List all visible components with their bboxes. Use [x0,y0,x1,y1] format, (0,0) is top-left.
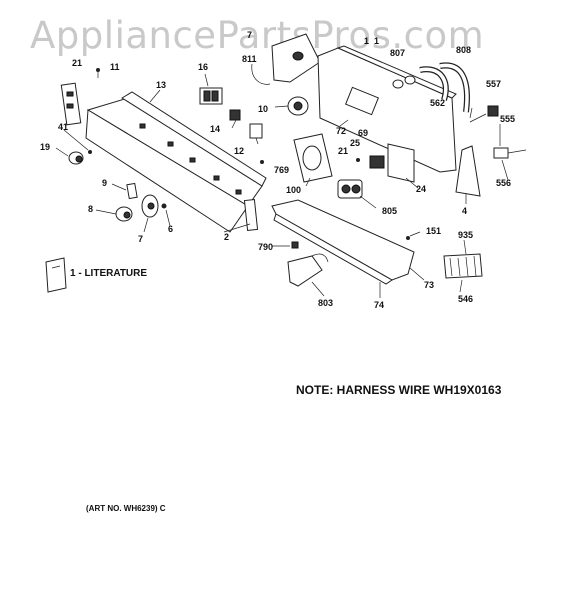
leader-lines [55,73,509,298]
part-bracket-21 [60,82,82,126]
callout-9: 9 [102,178,107,188]
part-knob-19 [68,151,84,165]
part-hoses-808 [392,62,470,113]
callout-41: 41 [58,122,68,132]
part-control-panel-13 [85,91,267,233]
part-6 [161,203,167,209]
callout-72: 72 [336,126,346,136]
callout-1b: 1 [374,36,379,46]
part-screw-11 [96,68,100,78]
part-bracket-2 [243,199,259,231]
callout-811: 811 [242,54,257,64]
callout-4: 4 [462,206,467,216]
callout-100: 100 [286,185,301,195]
callout-12: 12 [234,146,244,156]
callout-69: 69 [358,128,368,138]
callout-556: 556 [496,178,511,188]
part-803 [287,253,329,287]
callout-74: 74 [374,300,384,310]
callout-7-top: 7 [247,30,252,40]
callout-21: 21 [72,58,82,68]
part-9 [126,182,138,200]
callout-557: 557 [486,79,501,89]
callout-555: 555 [500,114,515,124]
part-bracket-7 [271,33,321,83]
callout-2: 2 [224,232,229,242]
watermark: AppliancePartsPros.com [30,14,485,57]
callout-labels: 21 11 13 16 7 811 1 1 807 808 557 10 562… [40,30,515,310]
callout-808: 808 [456,45,471,55]
callout-151: 151 [426,226,441,236]
callout-805: 805 [382,206,397,216]
callout-16: 16 [198,62,208,72]
part-790 [291,241,299,249]
part-69 [369,155,385,169]
part-panel-74 [271,199,415,285]
part-switch-16 [199,87,223,105]
part-valve-805 [337,179,363,199]
callout-807: 807 [390,48,405,58]
harness-note: NOTE: HARNESS WIRE WH19X0163 [296,383,502,397]
part-clip-41 [88,150,92,154]
callout-562: 562 [430,98,445,108]
callout-803: 803 [318,298,333,308]
callout-13: 13 [156,80,166,90]
callout-24: 24 [416,184,426,194]
callout-935: 935 [458,230,473,240]
part-556 [493,147,527,159]
callout-546: 546 [458,294,473,304]
callout-25: 25 [350,138,360,148]
part-769 [260,160,264,164]
literature-label: 1 - LITERATURE [70,268,148,279]
callout-7: 7 [138,234,143,244]
callout-19: 19 [40,142,50,152]
callout-6: 6 [168,224,173,234]
part-10 [287,96,309,116]
part-timer-100 [293,133,333,183]
callout-769: 769 [274,165,289,175]
part-557 [487,105,499,117]
part-151 [406,236,410,240]
callout-14: 14 [210,124,220,134]
callout-11: 11 [110,62,120,72]
callout-10: 10 [258,104,268,114]
part-12 [249,123,263,139]
part-literature-1 [45,257,67,293]
callout-73: 73 [424,280,434,290]
callout-1: 1 [364,36,369,46]
part-24 [387,143,415,183]
art-number: (ART NO. WH6239) C [86,504,166,513]
part-knob-8 [115,206,133,222]
part-14 [229,109,241,121]
callout-21b: 21 [338,146,348,156]
part-dial-7 [141,194,159,218]
part-backsplash-72 [317,45,457,173]
callout-8: 8 [88,204,93,214]
part-harness-546 [443,253,483,279]
callout-790: 790 [258,242,273,252]
part-4 [455,145,481,197]
